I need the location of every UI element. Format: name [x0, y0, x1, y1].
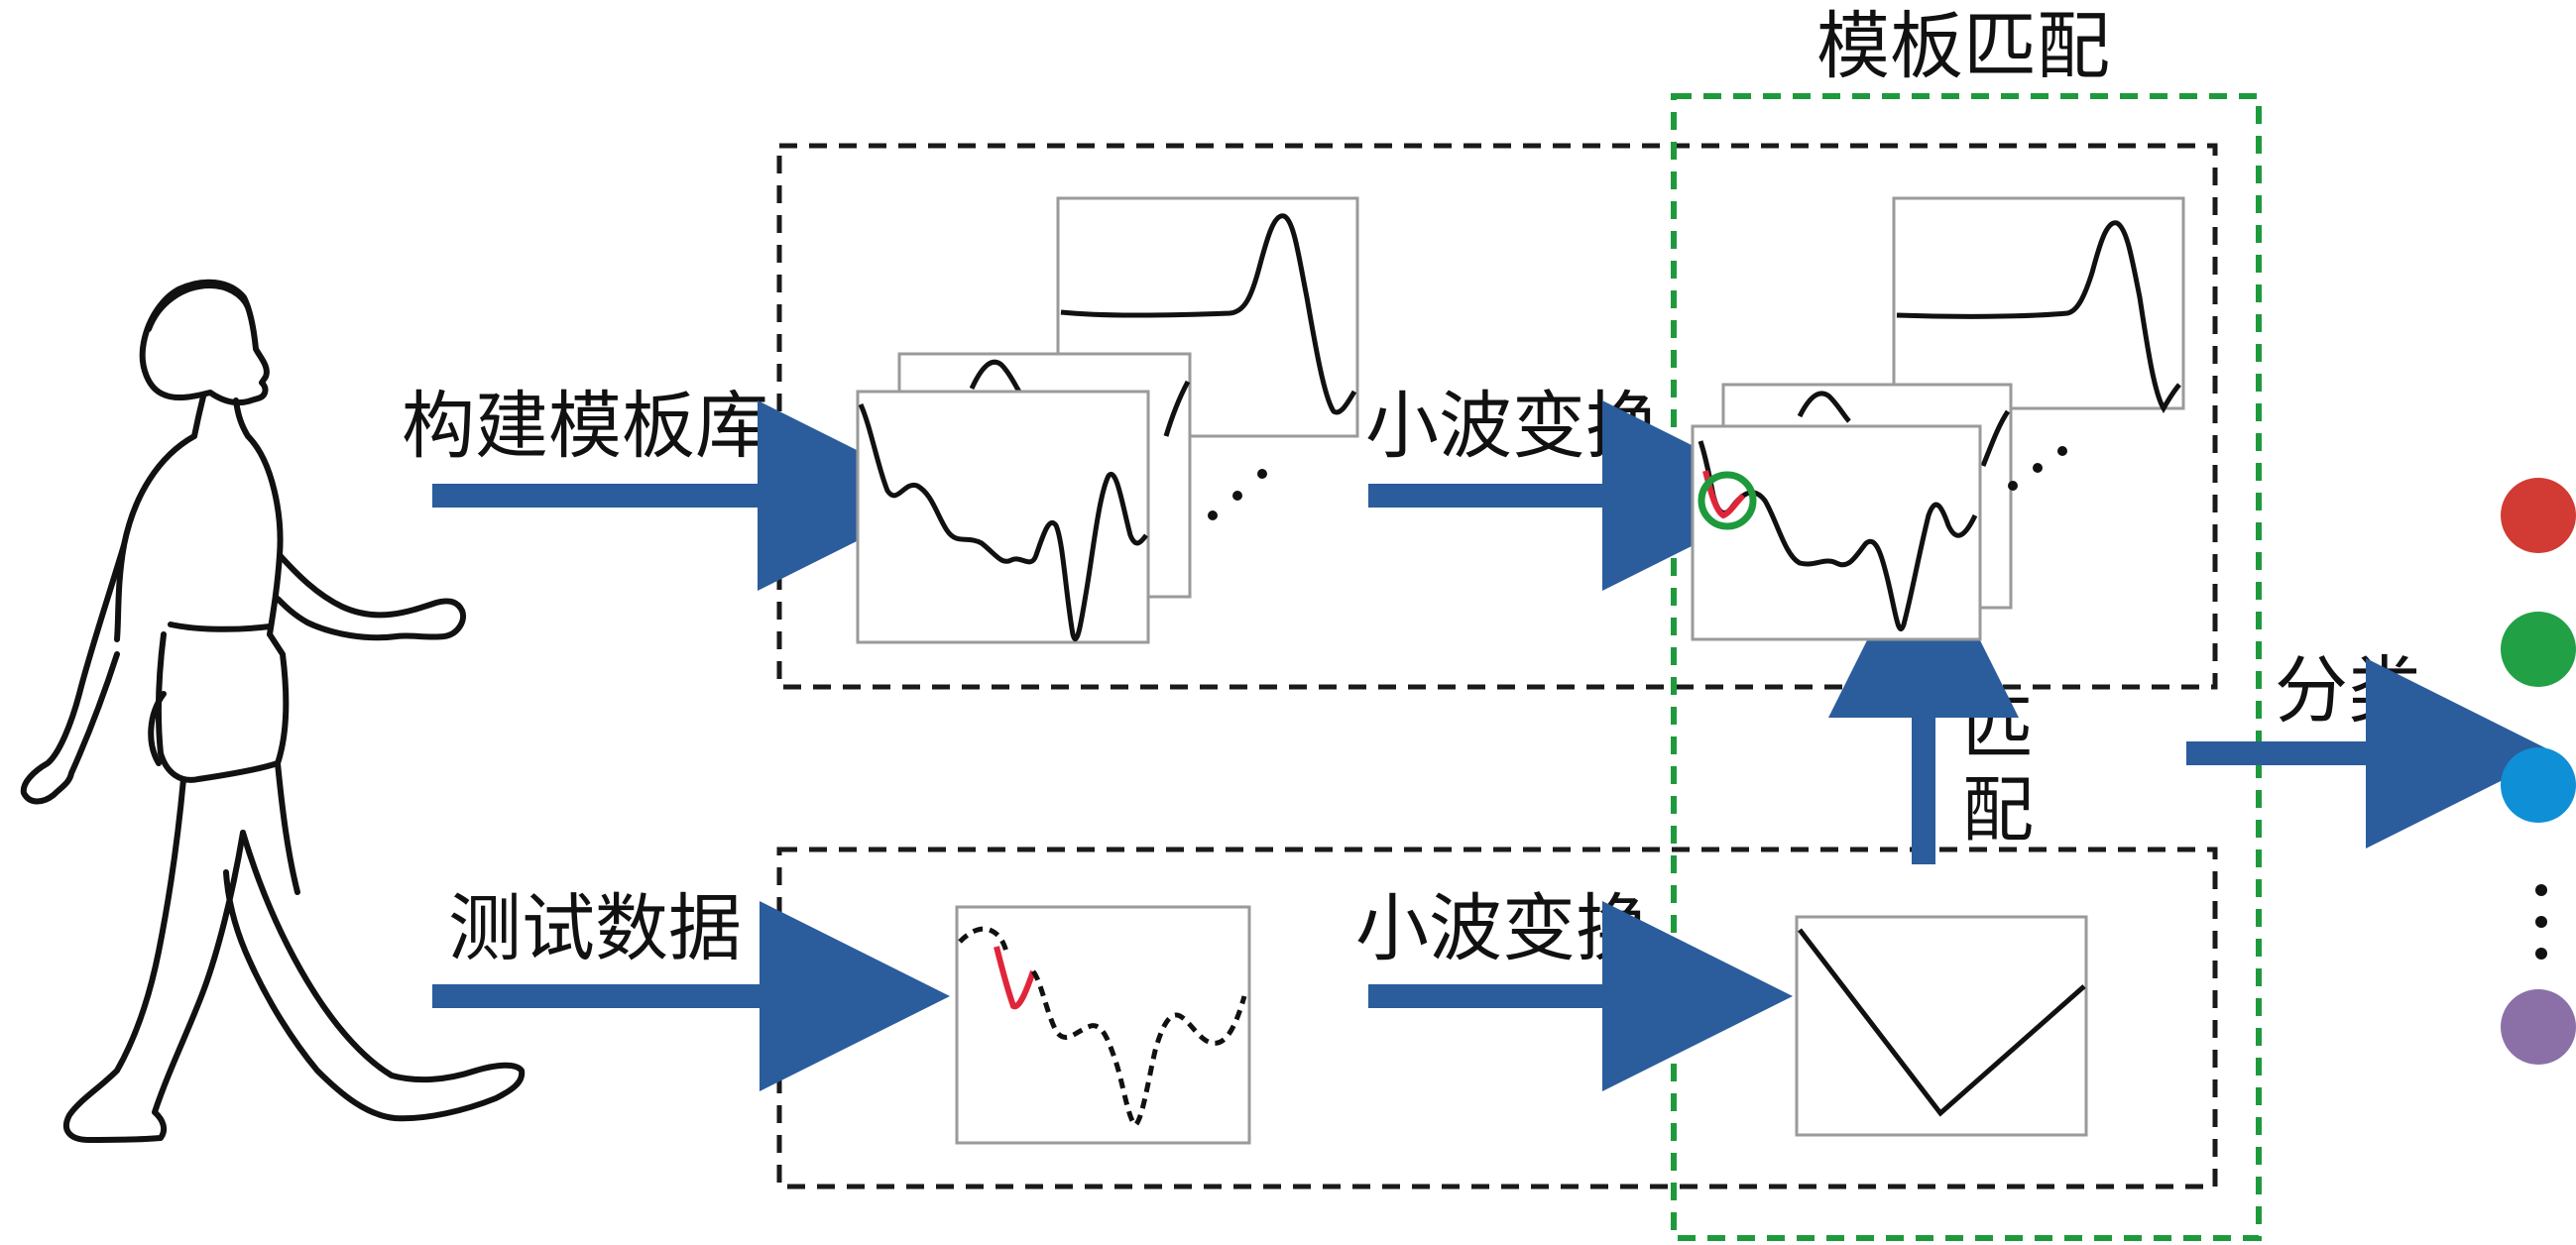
wavelet-template-stack: [1691, 196, 2185, 641]
class-green-dot: [2501, 612, 2576, 687]
classify-label: 分类: [2275, 648, 2421, 734]
template-signal-front: [858, 402, 1148, 641]
test-signal-panel: [955, 905, 1251, 1145]
matched-segment: [1702, 470, 1746, 519]
test-signal-dashed: [958, 926, 1009, 953]
test-wavelet-panel: [1795, 915, 2088, 1137]
class-red-dot: [2501, 478, 2576, 553]
match-label-char-2: 配: [1962, 768, 2034, 851]
wavelet-frame-front: [1691, 424, 1982, 641]
match-label-char-1: 匹: [1962, 687, 2034, 770]
build-template-library-label: 构建模板库: [402, 384, 768, 469]
match-highlight-circle: [1698, 471, 1757, 530]
template-signal-back: [1060, 213, 1357, 415]
wavelet-signal-back: [1896, 220, 2181, 413]
arrows: [432, 400, 2556, 1091]
test-signal-highlight: [994, 946, 1036, 1010]
wavelet-transform-label-top: 小波变换: [1365, 384, 1659, 469]
wavelet-transform-label-bottom: 小波变换: [1355, 886, 1649, 971]
template-signal-middle: [969, 359, 1024, 396]
class-blue-dot: [2501, 747, 2576, 823]
template-frame-front: [856, 390, 1150, 644]
template-ellipsis-icon: [1208, 469, 1267, 520]
class-outputs: [2501, 478, 2576, 1065]
wavelet-ellipsis-icon: [2008, 446, 2067, 491]
template-matching-label: 模板匹配: [1816, 4, 2110, 89]
test-wavelet-signal: [1798, 928, 2086, 1117]
test-data-label: 测试数据: [448, 886, 742, 971]
walking-person-icon: [20, 279, 526, 1143]
template-library-stack: [856, 196, 1359, 644]
template-library-region: [776, 143, 2218, 690]
vertical-ellipsis-icon: [2535, 884, 2547, 960]
wavelet-frame-back: [1892, 196, 2185, 410]
class-purple-dot: [2501, 989, 2576, 1065]
